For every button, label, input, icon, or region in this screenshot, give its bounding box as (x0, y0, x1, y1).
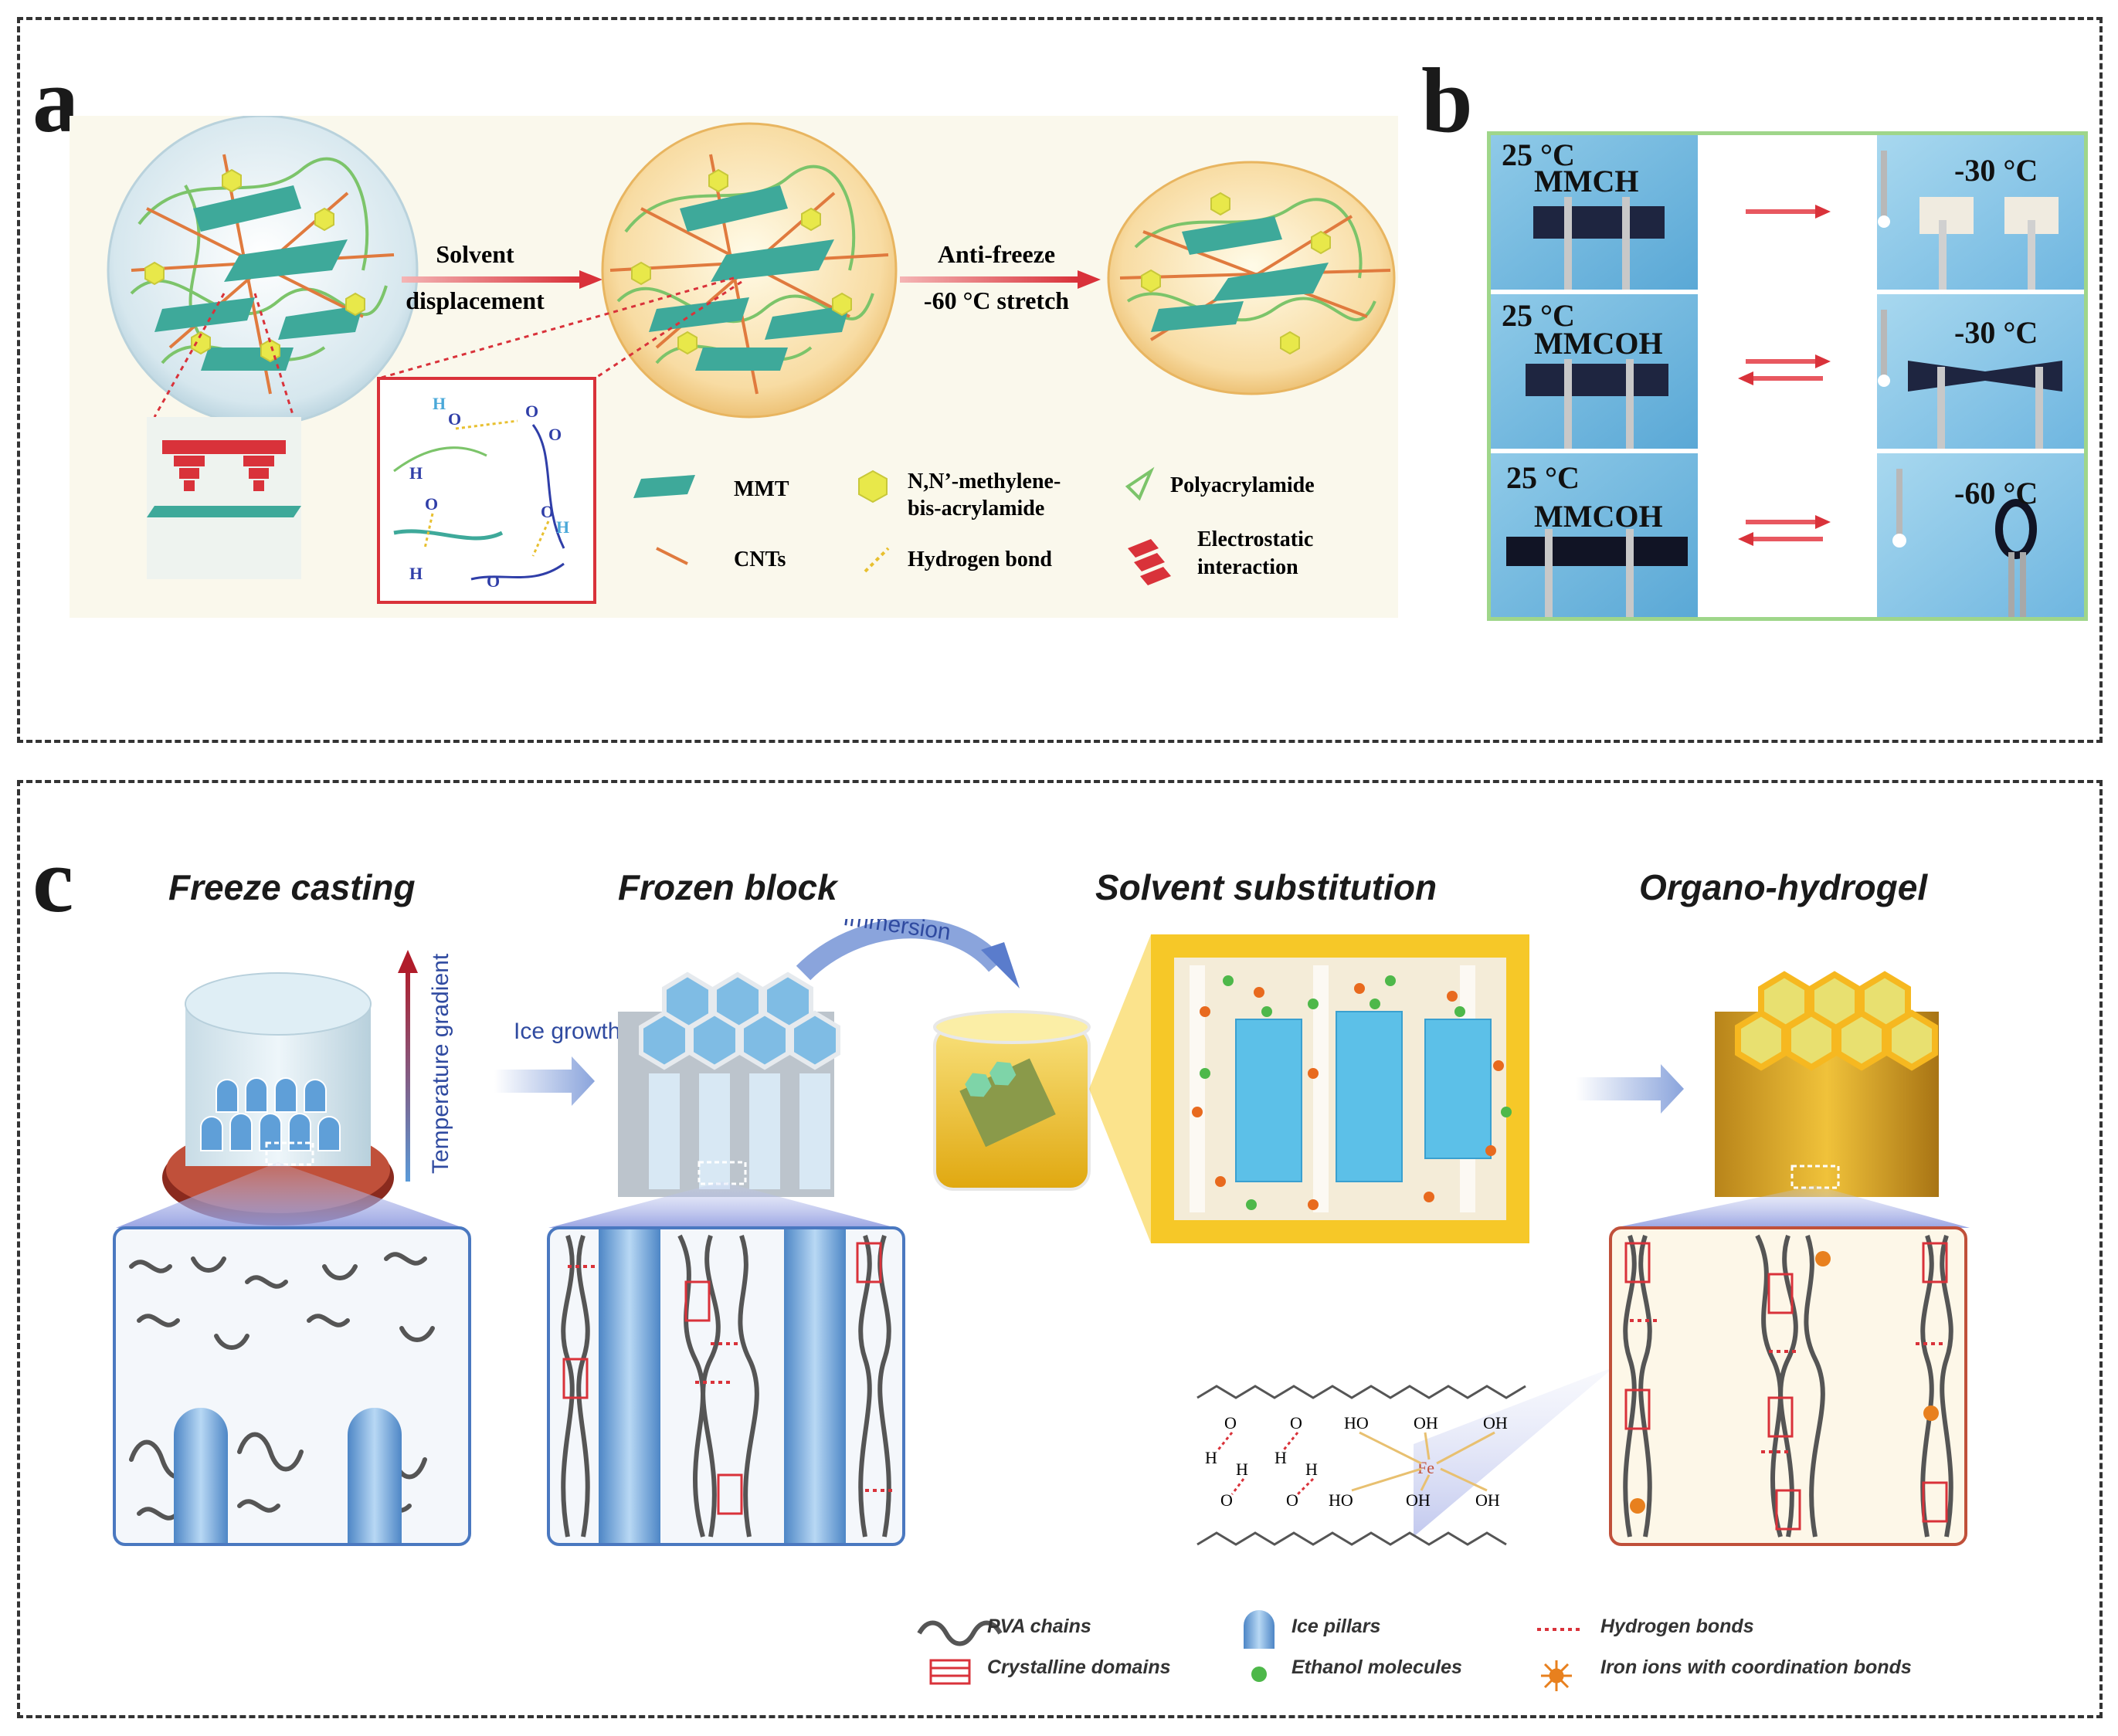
panel-c-frame (17, 780, 2103, 1718)
iron-ion-legend-icon (1541, 1660, 1572, 1691)
panel-a-diagram: Solvent displacement (70, 116, 1398, 618)
svg-text:HO: HO (1344, 1413, 1369, 1433)
immersion-arrow (796, 919, 1004, 981)
row3-sample: MMCOH (1534, 499, 1663, 534)
panel-c-diagram: Temperature gradient Ice growth Immersio… (113, 919, 1970, 1691)
svg-text:OH: OH (1475, 1490, 1500, 1510)
svg-text:O: O (541, 502, 554, 521)
crystalline-legend-icon (929, 1659, 971, 1685)
svg-text:CNTs: CNTs (734, 548, 786, 571)
panel-ab-frame (17, 17, 2103, 743)
mmt-legend-icon (633, 475, 695, 498)
gel-sphere-displaced (601, 122, 898, 419)
panel-b-arrows (1738, 205, 1831, 546)
legend-crystalline-domains: Crystalline domains (987, 1656, 1171, 1678)
svg-text:bis-acrylamide: bis-acrylamide (908, 497, 1044, 520)
svg-text:O: O (448, 409, 461, 429)
panel-b-photo-grid: 25 °C MMCH -30 °C 25 °C MMCOH -30 °C 25 … (1487, 131, 2088, 621)
photo-strip (1491, 135, 2084, 617)
crosslinker-legend-icon (858, 470, 888, 504)
svg-text:Polyacrylamide: Polyacrylamide (1170, 473, 1315, 497)
gel-ellipse-stretched (1107, 161, 1396, 395)
svg-text:O: O (1286, 1490, 1298, 1510)
svg-text:Hydrogen bond: Hydrogen bond (908, 548, 1052, 571)
legend-ice-pillars: Ice pillars (1292, 1616, 1381, 1637)
svg-text:O: O (1224, 1413, 1237, 1433)
svg-text:H: H (1236, 1460, 1248, 1479)
svg-text:OH: OH (1483, 1413, 1508, 1433)
zoom-organo-hydrogel (1609, 1226, 1967, 1546)
svg-text:Electrostatic: Electrostatic (1197, 527, 1313, 551)
pva-fe-coordination-structure: O O H H H H O O HO OH OH Fe HO OH OH (1196, 1385, 1526, 1546)
svg-text:O: O (1220, 1490, 1233, 1510)
svg-text:H: H (1205, 1448, 1217, 1467)
legend-ethanol-molecules: Ethanol molecules (1292, 1656, 1462, 1678)
row2-sample: MMCOH (1534, 326, 1663, 361)
electrostatic-inset (147, 417, 301, 579)
solvent-substitution-zoom (1089, 934, 1529, 1243)
pva-legend-icon (917, 1620, 1003, 1646)
svg-text:MMT: MMT (734, 477, 789, 501)
temperature-gradient-arrow (406, 965, 410, 1182)
svg-text:H: H (1305, 1460, 1318, 1479)
zoom-freeze-casting (113, 1226, 471, 1546)
panel-a-legend: MMT CNTs N,N’-methylene- bis-acrylamide … (633, 466, 1315, 585)
ice-growth-label: Ice growth (514, 1019, 620, 1044)
row3-temp-right: -60 °C (1954, 476, 2038, 510)
temperature-gradient-label: Temperature gradient (428, 953, 453, 1174)
step1-line2: displacement (406, 287, 545, 314)
ethanol-beaker (933, 1010, 1091, 1191)
ice-pillar-legend-icon (1244, 1610, 1275, 1649)
hbond-legend-icon (864, 547, 890, 573)
svg-text:H: H (409, 564, 423, 583)
svg-text:H: H (409, 463, 423, 483)
row2-temp-right: -30 °C (1954, 315, 2038, 350)
hydrogen-bond-inset: H O O O H O O H H O (377, 377, 596, 604)
ice-growth-arrow (494, 1056, 595, 1106)
row1-sample: MMCH (1534, 164, 1639, 198)
svg-text:O: O (1290, 1413, 1302, 1433)
row3-temp-left: 25 °C (1506, 460, 1580, 495)
step2-line1: Anti-freeze (938, 240, 1055, 268)
panel-c-letter: c (32, 829, 74, 931)
cnt-legend-icon (656, 547, 688, 565)
zoom-frozen-block (547, 1226, 905, 1546)
svg-text:interaction: interaction (1197, 555, 1298, 579)
panel-b-letter: b (1421, 49, 1473, 151)
svg-text:N,N’-methylene-: N,N’-methylene- (908, 470, 1061, 493)
to-organohydrogel-arrow (1576, 1064, 1684, 1114)
organo-hydrogel-block (1715, 971, 1939, 1197)
panel-c-legend (917, 1610, 1580, 1691)
svg-text:H: H (556, 517, 569, 537)
gel-sphere-initial (107, 116, 419, 426)
step2-line2: -60 °C stretch (924, 287, 1069, 314)
heading-freeze-casting: Freeze casting (168, 867, 416, 907)
svg-text:O: O (487, 571, 500, 591)
electrostatic-legend-icon (1128, 539, 1171, 585)
svg-text:H: H (1275, 1448, 1287, 1467)
svg-text:O: O (525, 402, 538, 421)
svg-text:O: O (548, 425, 562, 444)
step1-line1: Solvent (436, 240, 514, 268)
legend-hydrogen-bonds: Hydrogen bonds (1600, 1616, 1754, 1637)
polymer-legend-icon (1125, 466, 1155, 501)
svg-text:OH: OH (1406, 1490, 1431, 1510)
heading-frozen-block: Frozen block (618, 867, 837, 907)
ethanol-legend-icon (1251, 1666, 1267, 1682)
svg-text:H: H (433, 394, 446, 413)
row1-temp-left: 25 °C (1502, 137, 1575, 172)
svg-text:O: O (425, 494, 438, 514)
heading-solvent-substitution: Solvent substitution (1095, 867, 1437, 907)
legend-pva-chains: PVA chains (987, 1616, 1091, 1637)
svg-text:HO: HO (1329, 1490, 1353, 1510)
row1-temp-right: -30 °C (1954, 153, 2038, 188)
svg-text:OH: OH (1414, 1413, 1438, 1433)
svg-text:Fe: Fe (1417, 1458, 1434, 1477)
legend-iron-ions: Iron ions with coordination bonds (1600, 1656, 1912, 1678)
row2-temp-left: 25 °C (1502, 298, 1575, 333)
heading-organo-hydrogel: Organo-hydrogel (1639, 867, 1928, 907)
frozen-block (618, 971, 840, 1197)
